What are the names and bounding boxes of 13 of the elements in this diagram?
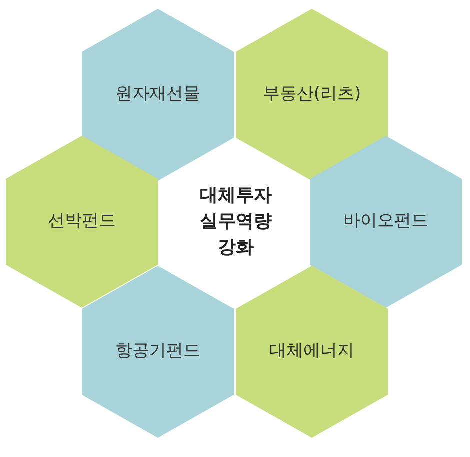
hexagon bbox=[310, 136, 462, 308]
hexagon-label: 선박펀드 bbox=[47, 210, 117, 234]
center-title: 대체투자 실무역량 강화 bbox=[199, 184, 273, 260]
hexagon bbox=[82, 266, 234, 438]
hexagon-label: 부동산(리츠) bbox=[262, 83, 362, 106]
hexagon bbox=[6, 136, 158, 308]
hexagon bbox=[236, 9, 388, 181]
hexagon bbox=[236, 266, 388, 438]
hexagon-label: 대체에너지 bbox=[268, 340, 356, 364]
hexagon-label: 항공기펀드 bbox=[114, 340, 202, 364]
hexagon-label: 원자재선물 bbox=[114, 83, 202, 106]
hexagon-label: 바이오펀드 bbox=[342, 210, 430, 234]
hexagon bbox=[82, 9, 234, 181]
